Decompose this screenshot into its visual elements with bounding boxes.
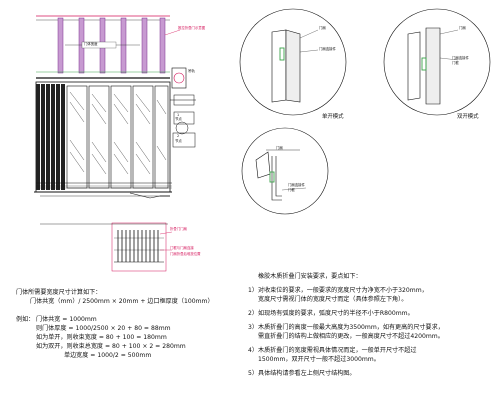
install-item-0: 1）对收束位的要求，一般要求的宽度尺寸为净宽不小于320mm， [248, 287, 428, 294]
install-item-3: 3）木质折叠门的高度一般最大高度为3500mm，如有更高的尺寸要求， [248, 324, 444, 331]
plan-detail [40, 222, 173, 272]
single-callout-1: 门扇连接件 [319, 47, 336, 51]
install-item-7: 5）具体结构请参看左上侧尺寸结构图。 [248, 370, 356, 377]
plan-red-note-1: 门框与门扇连接 [170, 246, 194, 250]
stacked-leaves [36, 84, 65, 190]
install-title: 橡胶木质折叠门安装要求，要点如下： [258, 273, 362, 280]
calc-ex-5: 单边宽度 = 1000/2 = 500mm [64, 352, 152, 359]
double-callout-2: 门框 [452, 61, 459, 65]
install-item-5: 4）木质折叠门的宽度需视具体情况而定，一般单开尺寸不超过 [248, 347, 417, 354]
joint-callout-2: 门框 [288, 188, 295, 192]
joint-callout-1: 门扇连接件 [288, 183, 305, 187]
side-callout-4: 节点 [175, 139, 182, 143]
calc-example-label: 例如： [16, 316, 35, 323]
detail-single-open [239, 8, 347, 116]
install-item-1: 宽度尺寸需视门体的宽度尺寸而定（具体参照左下角）。 [258, 296, 408, 303]
side-callout-0: 吊轨 [188, 69, 195, 73]
single-open-caption: 单开模式 [322, 114, 344, 120]
side-callout-2: 节点 [175, 117, 182, 121]
side-callouts [170, 67, 196, 148]
detail-double-open [383, 8, 491, 116]
header-track-zone [36, 15, 181, 74]
single-callout-0: 门扇 [319, 26, 326, 30]
calc-line-2: 门体共宽（mm）/ 2500mm × 20mm + 边口框厚度（100mm） [30, 298, 214, 305]
width-dim-label: 门体宽度 [84, 42, 98, 46]
joint-callout-0: 门扇 [276, 146, 283, 150]
side-callout-3: 2 [177, 134, 180, 138]
plan-red-note-2: 门扇折叠后堆放位置 [170, 252, 201, 256]
install-item-6: 1500mm，双开尺寸一般不超过3000mm。 [258, 356, 380, 363]
double-open-caption: 双开模式 [457, 114, 479, 120]
calc-line-1: 门体所需要宽度尺寸计算如下： [16, 289, 102, 296]
double-callout-0: 门扇 [459, 26, 466, 30]
calc-ex-2: 则门体厚度 = 1000/2500 × 20 + 80 = 88mm [36, 325, 171, 332]
double-callout-1: 门扇连接件 [452, 56, 469, 60]
calc-ex-3: 如为单开，则收束宽度 = 80 + 100 = 180mm [36, 334, 167, 341]
track-section [36, 182, 172, 199]
calc-ex-1: 门体共宽 = 1000mm [36, 316, 97, 323]
door-elevation [34, 77, 172, 193]
install-item-2: 2）如现场有弧度的要求，弧度尺寸的半径不小于R800mm。 [248, 310, 414, 317]
elevation-top-note: 推拉折叠门示意图 [178, 26, 206, 30]
detail-joint [241, 127, 329, 215]
plan-red-note-0: 折叠门门扇 [170, 227, 187, 231]
calc-ex-4: 如为双开，则收束总宽度 = 80 + 100 × 2 = 280mm [36, 343, 186, 350]
install-item-4: 需直折叠门的结构上做相应的更改，一般高度尺寸不超过4200mm。 [258, 333, 444, 340]
side-callout-1: 1 [177, 113, 180, 117]
